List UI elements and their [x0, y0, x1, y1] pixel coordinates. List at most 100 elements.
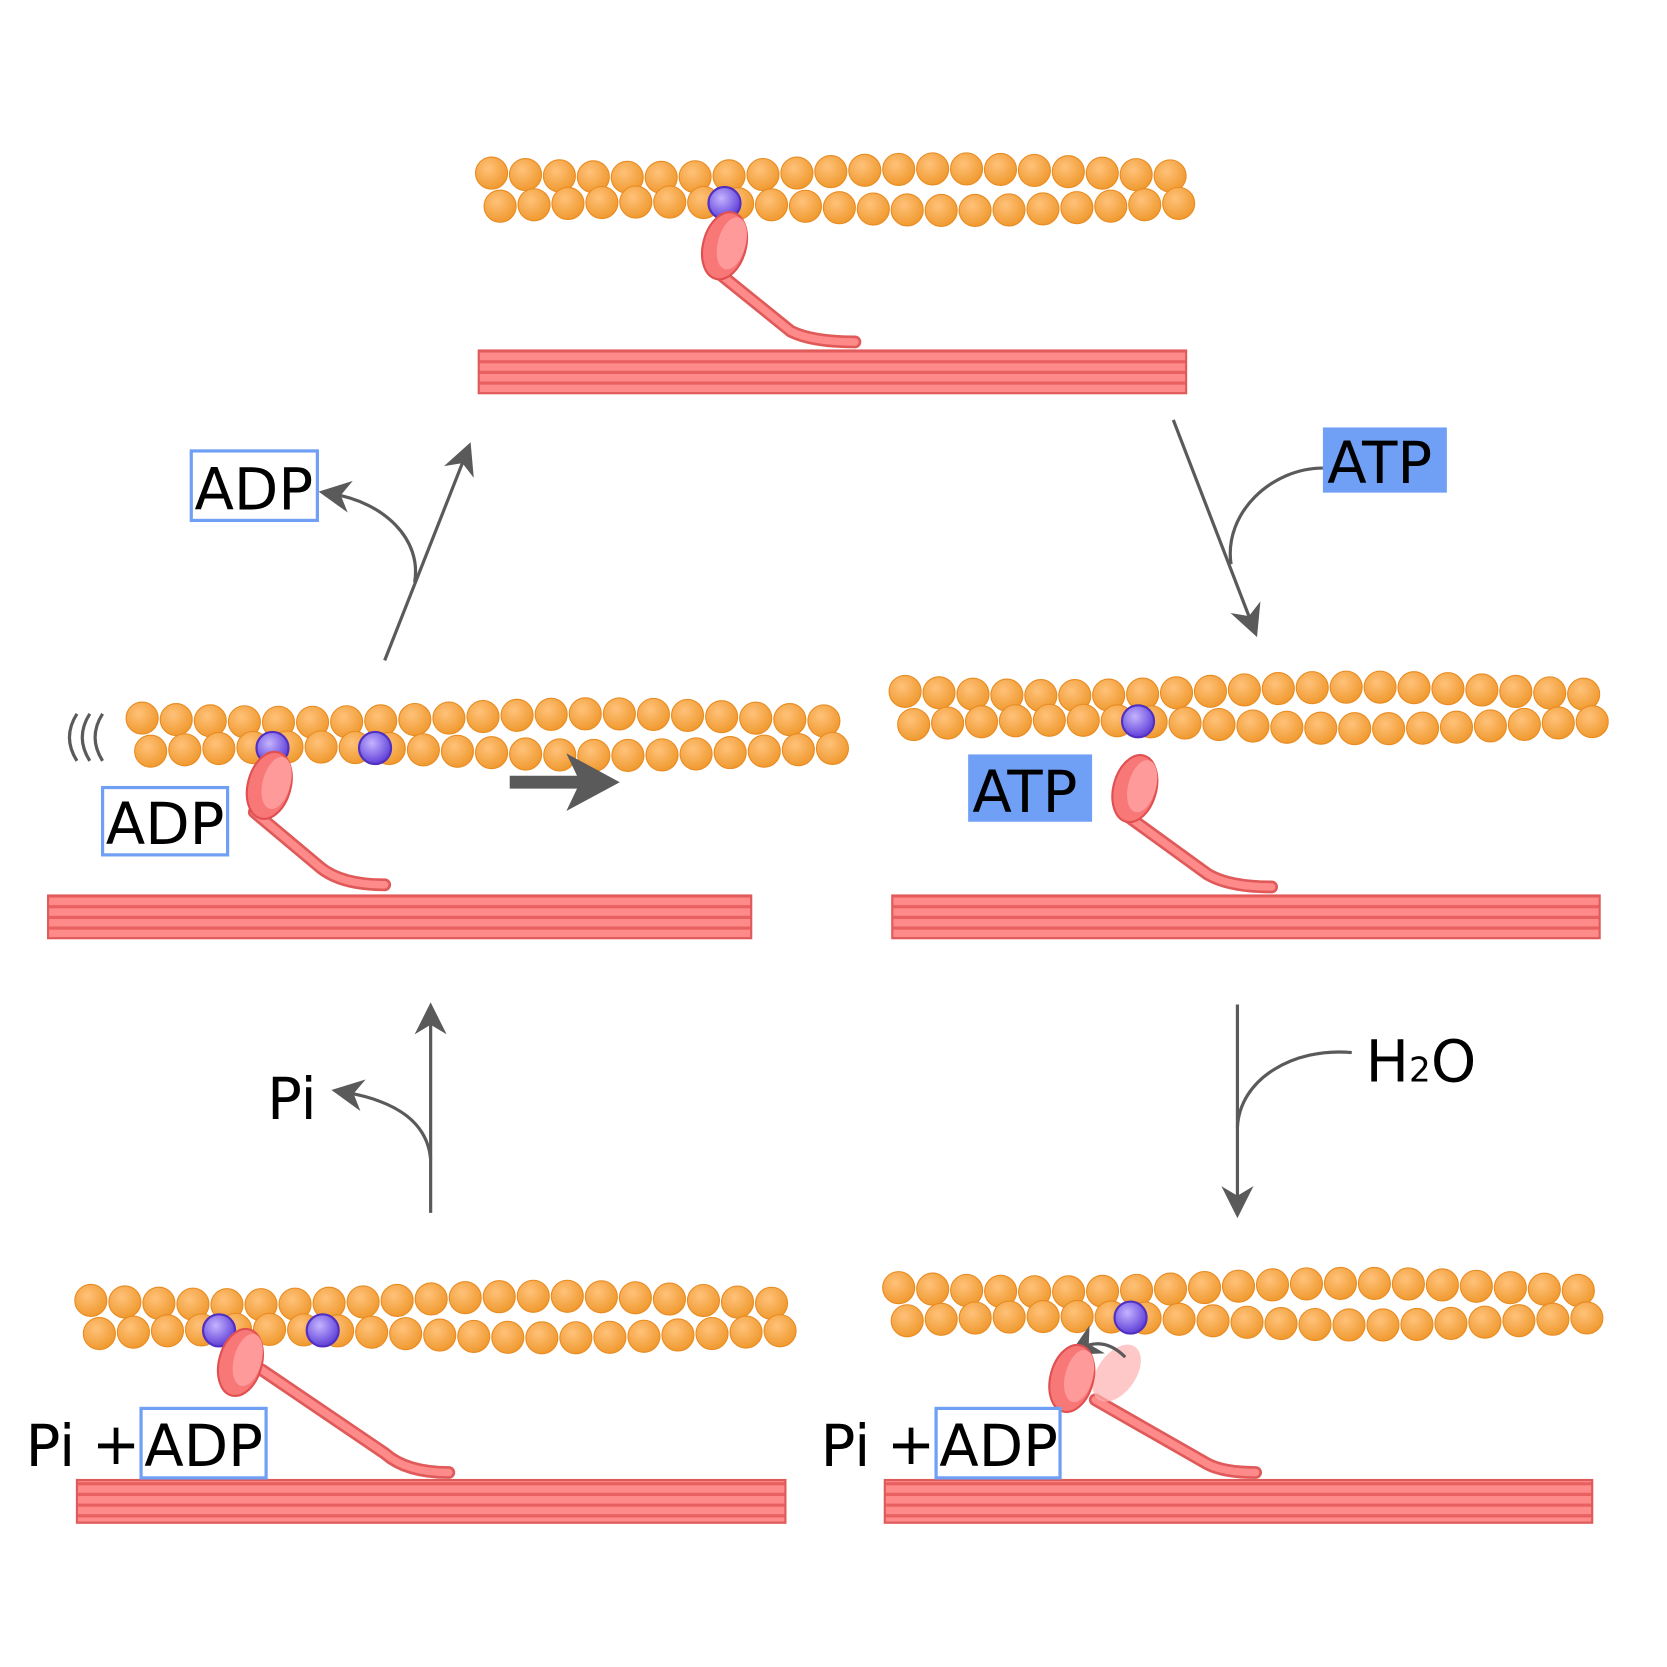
- actin-filament: [474, 152, 1196, 228]
- actin-monomer: [432, 701, 466, 735]
- myosin-thick-filament: [47, 750, 753, 940]
- actin-monomer: [448, 1281, 482, 1315]
- actin-monomer: [202, 731, 236, 766]
- actin-monomer: [822, 191, 856, 225]
- actin-monomer: [483, 189, 517, 223]
- actin-monomer: [1507, 707, 1541, 741]
- actin-monomer: [252, 1312, 287, 1346]
- actin-monomer: [958, 1301, 992, 1335]
- adp-bound-label: ADP: [106, 790, 225, 858]
- recoil-lines-icon: [67, 712, 104, 762]
- actin-monomer: [1060, 191, 1094, 225]
- panel-atp-bound: [888, 670, 1609, 940]
- actin-monomer: [1026, 192, 1060, 226]
- actin-monomer: [705, 700, 739, 734]
- actin-monomer: [754, 188, 789, 222]
- actin-monomer: [964, 705, 999, 739]
- actin-filament: [882, 1266, 1604, 1342]
- actin-monomer: [542, 159, 576, 193]
- actin-monomer: [780, 156, 814, 190]
- actin-monomer: [652, 1282, 686, 1316]
- actin-monomer: [611, 738, 645, 772]
- actin-monomer: [1499, 674, 1533, 709]
- actin-monomer: [1323, 1266, 1358, 1300]
- actin-monomer: [509, 737, 543, 771]
- actin-monomer: [142, 1286, 176, 1320]
- actin-monomer: [1332, 1308, 1366, 1342]
- actin-monomer: [406, 733, 440, 767]
- atp-free-label: ATP: [1327, 429, 1432, 497]
- actin-monomer: [466, 700, 500, 734]
- panel-hydrolysis: [882, 1266, 1604, 1524]
- actin-monomer: [168, 733, 202, 767]
- actin-monomer: [1357, 1266, 1391, 1301]
- actin-monomer: [856, 192, 890, 226]
- actin-monomer: [645, 738, 679, 772]
- actin-monomer: [1227, 673, 1261, 707]
- actin-monomer: [1400, 1307, 1434, 1342]
- actin-monomer: [1202, 707, 1236, 742]
- actin-monomer: [619, 185, 653, 219]
- arrow-to-rigor: [383, 442, 474, 661]
- actin-monomer: [679, 737, 713, 771]
- actin-monomer: [1193, 674, 1228, 708]
- actin-monomer: [627, 1319, 661, 1353]
- actin-monomer: [931, 706, 965, 740]
- actin-monomer: [1459, 1269, 1493, 1303]
- actin-monomer: [1128, 188, 1162, 222]
- actin-filament: [74, 1279, 797, 1355]
- panel-power-stroke: [47, 697, 849, 940]
- actin-monomer: [423, 1318, 457, 1352]
- adp-label-left: ADP: [144, 1412, 263, 1480]
- actin-monomer: [1439, 710, 1474, 744]
- actin-monomer: [1162, 186, 1196, 220]
- myosin-thick-filament: [891, 754, 1601, 940]
- actin-monomer: [1575, 705, 1609, 739]
- actin-monomer: [500, 698, 534, 732]
- actin-monomer: [355, 1315, 389, 1349]
- actin-monomer: [814, 155, 848, 189]
- pi-label-right: Pi: [821, 1412, 871, 1480]
- actin-monomer: [958, 193, 992, 228]
- actin-monomer: [983, 152, 1018, 187]
- actin-monomer: [1541, 706, 1575, 740]
- actin-monomer: [517, 188, 551, 222]
- actin-monomer: [508, 158, 543, 192]
- actin-monomer: [1493, 1271, 1527, 1305]
- actin-monomer: [543, 738, 577, 772]
- actin-monomer: [551, 186, 585, 221]
- pi-exit-curve: [331, 1079, 433, 1160]
- h2o-entry-curve: [1235, 1050, 1352, 1128]
- actin-monomer: [1372, 712, 1406, 746]
- actin-monomer: [956, 677, 990, 711]
- actin-monomer: [1060, 1300, 1094, 1334]
- actin-monomer: [890, 1304, 924, 1338]
- actin-monomer: [550, 1279, 584, 1313]
- actin-monomer: [1066, 703, 1100, 737]
- actin-monomer: [1397, 671, 1431, 705]
- actin-monomer: [1051, 155, 1085, 189]
- actin-monomer: [474, 736, 509, 770]
- actin-monomer: [1405, 711, 1440, 745]
- atp-bound-label: ATP: [972, 758, 1077, 826]
- actin-monomer: [398, 702, 432, 737]
- actin-monomer: [998, 704, 1032, 738]
- actin-monomer: [924, 1302, 958, 1336]
- actin-monomer: [304, 730, 338, 764]
- actin-monomer: [661, 1318, 695, 1352]
- actin-monomer: [457, 1319, 491, 1353]
- actin-monomer: [636, 697, 671, 731]
- actin-monomer: [134, 734, 168, 768]
- plus-label-right: +: [887, 1410, 935, 1478]
- actin-monomer: [159, 702, 193, 737]
- actin-monomer: [781, 733, 815, 767]
- actin-monomer: [888, 674, 922, 708]
- actin-monomer: [746, 157, 780, 192]
- actin-monomer: [1289, 1267, 1324, 1301]
- adp-released-label: ADP: [194, 456, 313, 524]
- actin-monomer: [584, 1280, 618, 1314]
- pi-label-left: Pi: [26, 1412, 76, 1480]
- actin-monomer: [585, 185, 619, 220]
- actin-monomer: [593, 1320, 627, 1354]
- actin-monomer: [1162, 1302, 1196, 1336]
